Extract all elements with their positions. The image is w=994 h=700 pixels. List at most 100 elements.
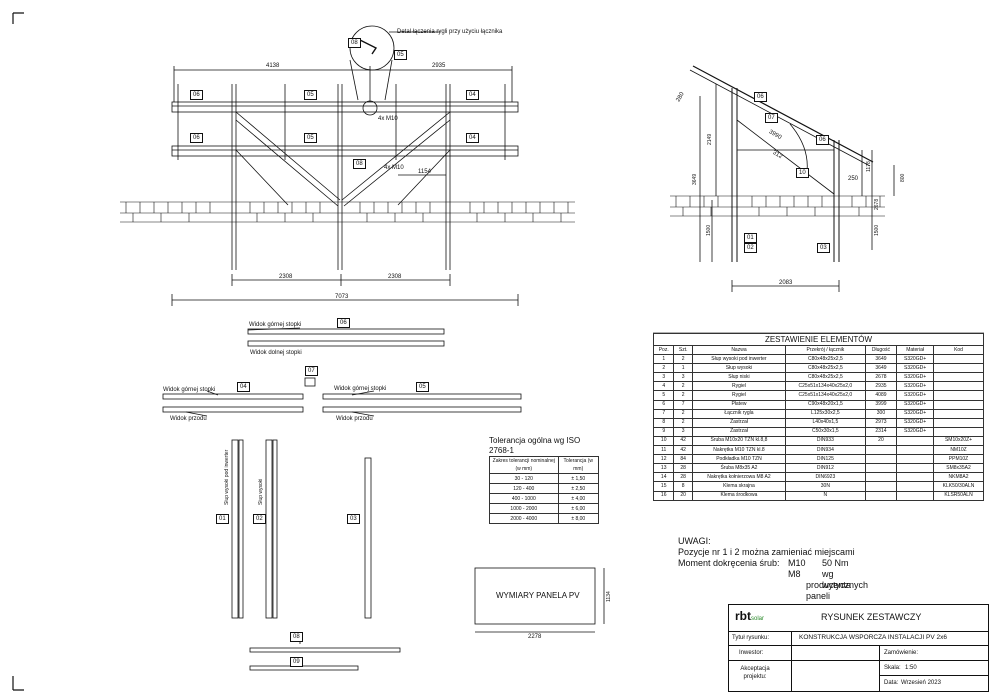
table-row: 120 - 400± 2,50 — [489, 483, 600, 494]
bom-cell — [933, 381, 984, 392]
bom-cell — [896, 481, 935, 492]
tag-front-04-a: 04 — [466, 90, 479, 100]
tag-part-03: 03 — [347, 514, 360, 524]
tolerance-title: Tolerancja ogólna wg ISO 2768-1 — [489, 436, 581, 455]
tag-front-05-b: 05 — [304, 133, 317, 143]
bom-cell: C90x48x20x1,5 — [784, 399, 866, 410]
table-row: 30 - 120± 1,50 — [489, 473, 600, 484]
bom-cell — [896, 435, 935, 447]
bom-cell: 28 — [673, 472, 693, 483]
tag-part-09: 09 — [290, 657, 303, 667]
bom-cell: 2 — [673, 381, 693, 392]
bom-cell: Płatew — [691, 399, 786, 410]
dim-side-2678: 2678 — [874, 198, 880, 210]
tag-side-01: 01 — [744, 233, 757, 243]
bom-cell: 2935 — [864, 381, 898, 392]
tag-part-04: 04 — [237, 382, 250, 392]
dim-side-250: 250 — [848, 176, 859, 182]
label-accept: Akceptacja projektu: — [740, 666, 770, 680]
dim-side-1500-a: 1500 — [706, 224, 712, 236]
bom-cell: 13 — [652, 463, 675, 474]
bom-cell: NKM8A2 — [933, 472, 984, 483]
bom-cell: DIN6923 — [784, 472, 866, 483]
tag-side-06-a: 06 — [754, 92, 767, 102]
bom-cell: Klema skrajna — [691, 481, 786, 492]
bom-header-cell: Poz. — [652, 344, 675, 356]
bom-cell: 2 — [673, 408, 693, 419]
bom-cell — [933, 363, 984, 374]
bom-cell — [933, 408, 984, 419]
bom-header-cell: Szt. — [673, 344, 693, 356]
panel-width: 2278 — [528, 634, 542, 640]
bom-cell: 1 — [652, 354, 675, 365]
bom-cell: 3 — [652, 372, 675, 383]
bom-cell — [896, 445, 935, 456]
bom-cell: C80x48x25x2,5 — [784, 363, 866, 374]
bom-cell: S320GD+ — [896, 417, 935, 428]
part-views — [162, 327, 605, 671]
label-investor: Inwestor: — [739, 650, 764, 656]
detail-note: Detal łączenia rygli przy użyciu łącznik… — [397, 29, 503, 35]
drawing-title: RYSUNEK ZESTAWCZY — [821, 612, 922, 622]
bom-cell: 2973 — [864, 417, 898, 428]
bom-header-cell: Nazwa — [691, 344, 786, 356]
tolerance-cell: ± 8,00 — [557, 513, 600, 524]
bom-cell: 2 — [673, 390, 693, 401]
tolerance-cell: ± 4,00 — [557, 493, 600, 504]
bom-cell: 4089 — [864, 390, 898, 401]
bom-cell: Łącznik rygla — [691, 408, 786, 419]
bom-cell: 20 — [673, 490, 693, 501]
bom-cell: Zastrzał — [691, 417, 786, 428]
bom-cell: 15 — [652, 481, 675, 492]
bom-cell — [933, 354, 984, 365]
dim-side-2149: 2149 — [707, 133, 713, 145]
tag-front-05-c: 05 — [394, 50, 407, 60]
bom-cell: 3 — [673, 372, 693, 383]
tag-front-04-b: 04 — [466, 133, 479, 143]
tag-part-05: 05 — [416, 382, 429, 392]
bom-cell: L40x40x1,5 — [784, 417, 866, 428]
torque-m10: M10 — [788, 558, 806, 568]
bom-cell: S320GD+ — [896, 426, 935, 437]
tag-part-08: 08 — [290, 632, 303, 642]
tag-front-06-a: 06 — [190, 90, 203, 100]
bom-cell: C80x48x25x2,5 — [784, 354, 866, 365]
bom-cell: DIN912 — [784, 463, 866, 474]
bom-cell: C80x48x25x2,5 — [784, 372, 866, 383]
tolerance-header-value: Tolerancja (w mm) — [557, 456, 600, 474]
bom-cell: S320GD+ — [896, 390, 935, 401]
bolt-note-2: 4x M10 — [384, 165, 404, 171]
bom-cell: 14 — [652, 472, 675, 483]
bom-cell: 2 — [652, 363, 675, 374]
dim-side-3649: 3649 — [692, 173, 698, 185]
dim-front-bottom-2: 2308 — [388, 274, 402, 280]
dim-side-2083: 2083 — [779, 280, 793, 286]
label-06-top: Widok górnej stopki — [249, 322, 302, 328]
tolerance-cell: ± 2,50 — [557, 483, 600, 494]
bom-cell: 2314 — [864, 426, 898, 437]
bom-cell: 4 — [652, 381, 675, 392]
bom-cell — [933, 417, 984, 428]
logo-main: rbt — [735, 609, 751, 623]
bom-cell: DIN933 — [784, 435, 866, 447]
bom-cell: 2 — [673, 354, 693, 365]
bom-cell: 3 — [673, 426, 693, 437]
bom-cell — [933, 426, 984, 437]
bom-cell: Rygiel — [691, 390, 786, 401]
bom-cell: SM10x20Z+ — [933, 435, 984, 447]
tolerance-cell: 30 - 120 — [489, 473, 559, 484]
bom-cell: 20 — [864, 435, 898, 447]
bom-cell: 1 — [673, 363, 693, 374]
label-title: Tytuł rysunku: — [732, 635, 770, 641]
title-block: rbtsolar RYSUNEK ZESTAWCZY Tytuł rysunku… — [728, 604, 989, 692]
label-order: Zamówienie: — [884, 650, 919, 656]
dim-side-1500-b: 1500 — [874, 224, 880, 236]
bom-cell — [864, 481, 898, 492]
bom-cell: 300 — [864, 408, 898, 419]
bom-header-cell: Długość — [864, 344, 898, 356]
